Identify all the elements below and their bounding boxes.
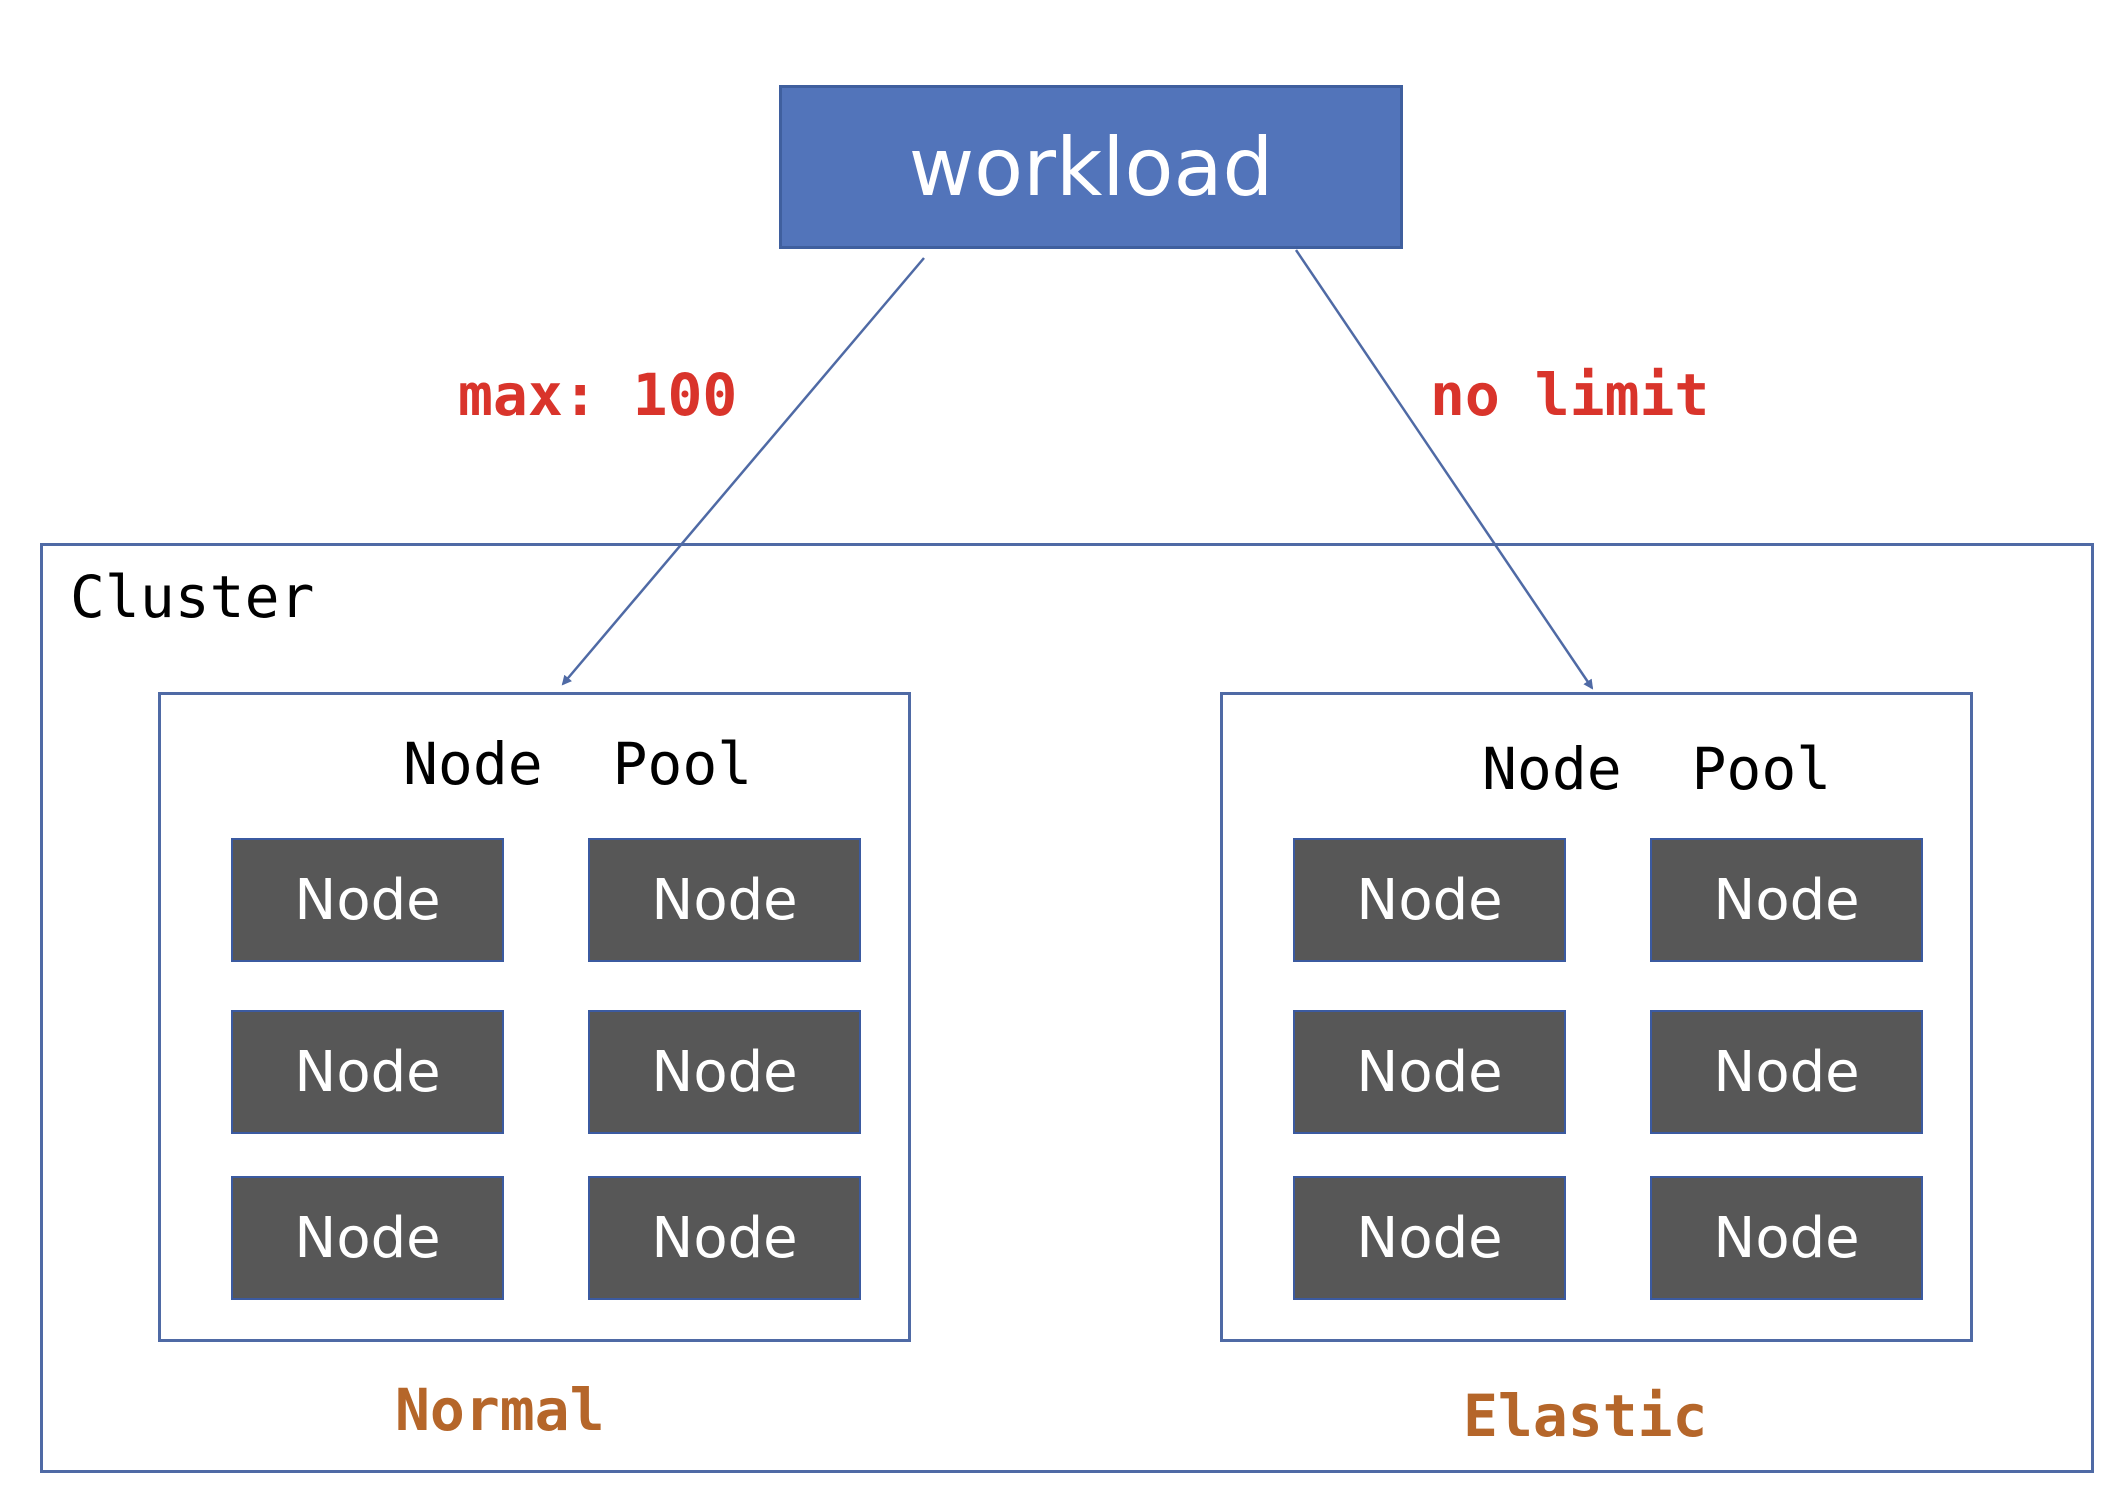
node-normal-3: Node <box>231 1010 504 1134</box>
node-normal-4: Node <box>588 1010 861 1134</box>
node-elastic-3: Node <box>1293 1010 1566 1134</box>
edge-label-elastic-limit: no limit <box>1430 361 1710 429</box>
edge-label-normal-limit: max: 100 <box>458 361 738 429</box>
node-normal-6: Node <box>588 1176 861 1300</box>
node-elastic-5: Node <box>1293 1176 1566 1300</box>
node-pool-normal-caption: Normal <box>395 1376 605 1444</box>
node-elastic-6: Node <box>1650 1176 1923 1300</box>
node-elastic-2: Node <box>1650 838 1923 962</box>
node-normal-5: Node <box>231 1176 504 1300</box>
node-pool-elastic-caption: Elastic <box>1463 1382 1708 1450</box>
node-pool-normal-title: Node Pool <box>403 730 753 798</box>
node-elastic-1: Node <box>1293 838 1566 962</box>
node-elastic-4: Node <box>1650 1010 1923 1134</box>
cluster-label: Cluster <box>70 563 315 631</box>
cluster-container <box>40 543 2094 1473</box>
workload-box: workload <box>779 85 1403 249</box>
node-normal-1: Node <box>231 838 504 962</box>
node-pool-elastic-title: Node Pool <box>1482 735 1832 803</box>
node-normal-2: Node <box>588 838 861 962</box>
workload-label: workload <box>908 120 1274 214</box>
